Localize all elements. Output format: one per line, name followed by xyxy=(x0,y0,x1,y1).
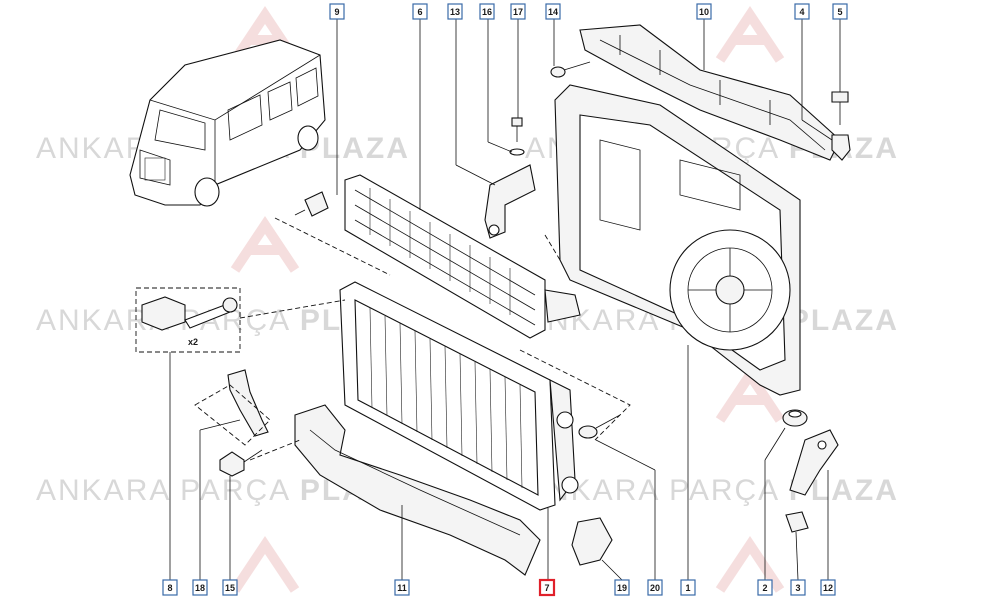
callout-box xyxy=(329,3,345,20)
callout-number: 18 xyxy=(195,583,205,593)
callout-18: 18 xyxy=(192,579,208,596)
van-illustration xyxy=(129,39,326,207)
callout-box xyxy=(757,579,773,596)
callout-7: 7 xyxy=(538,578,556,597)
callout-number: 15 xyxy=(225,583,235,593)
callout-11: 11 xyxy=(394,579,410,596)
callout-15: 15 xyxy=(222,579,238,596)
callout-10: 10 xyxy=(696,3,712,20)
bracket-12 xyxy=(789,429,839,496)
callout-16: 16 xyxy=(479,3,495,20)
bolt-9 xyxy=(294,191,329,217)
upper-crossmember xyxy=(579,24,841,161)
callout-number: 3 xyxy=(795,583,800,593)
radiator xyxy=(339,281,579,511)
callout-3: 3 xyxy=(790,579,806,596)
callout-number: 14 xyxy=(548,7,558,17)
leader-lines xyxy=(169,19,841,581)
callout-box xyxy=(412,3,428,20)
assembly-lines xyxy=(239,217,631,461)
callout-box xyxy=(832,3,848,20)
lower-deflector xyxy=(294,404,541,576)
intercooler xyxy=(344,174,581,339)
fastener-16-17 xyxy=(509,117,525,156)
callout-number: 7 xyxy=(544,583,549,593)
callout-number: 5 xyxy=(837,7,842,17)
wm-plaza: PLAZA xyxy=(789,304,899,337)
bracket-19 xyxy=(571,517,613,566)
screw-14 xyxy=(550,61,591,78)
screw-20 xyxy=(578,414,621,439)
callout-17: 17 xyxy=(510,3,526,20)
callout-box xyxy=(647,579,663,596)
callout-number: 1 xyxy=(685,583,690,593)
callout-box xyxy=(394,579,410,596)
callout-9: 9 xyxy=(329,3,345,20)
bolt-15 xyxy=(219,449,263,477)
callout-number: 20 xyxy=(650,583,660,593)
callout-5: 5 xyxy=(832,3,848,20)
callout-19: 19 xyxy=(614,579,630,596)
callout-number: 9 xyxy=(334,7,339,17)
wm-parca: PARÇA xyxy=(669,474,778,507)
callout-box xyxy=(614,579,630,596)
callout-box xyxy=(790,579,806,596)
clip-kit: x2 xyxy=(135,287,241,353)
callout-box xyxy=(510,3,526,20)
callout-box xyxy=(545,3,561,20)
wm-ankara: ANKARA xyxy=(36,474,170,507)
callout-20: 20 xyxy=(647,579,663,596)
front-end-frame xyxy=(554,84,801,396)
callout-box xyxy=(222,579,238,596)
callout-box xyxy=(479,3,495,20)
screw-5-clip-4 xyxy=(831,91,851,161)
bracket-13 xyxy=(484,164,536,239)
watermark-logos xyxy=(230,5,785,593)
callout-6: 6 xyxy=(412,3,428,20)
callout-number: 2 xyxy=(762,583,767,593)
callout-box xyxy=(447,3,463,20)
callout-4: 4 xyxy=(794,3,810,20)
callout-box xyxy=(162,579,178,596)
callout-box xyxy=(680,579,696,596)
svg-text:ANKARA PARÇA PLAZA: ANKARA PARÇA PLAZA xyxy=(525,474,899,507)
callout-12: 12 xyxy=(820,579,836,596)
callout-number: 6 xyxy=(417,7,422,17)
callout-number: 17 xyxy=(513,7,523,17)
callout-number: 13 xyxy=(450,7,460,17)
callout-1: 1 xyxy=(680,579,696,596)
callout-13: 13 xyxy=(447,3,463,20)
callout-box xyxy=(820,579,836,596)
callout-8: 8 xyxy=(162,579,178,596)
callout-number: 10 xyxy=(699,7,709,17)
callout-number: 4 xyxy=(799,7,804,17)
callout-box xyxy=(794,3,810,20)
grommet-2 xyxy=(782,409,808,427)
callout-number: 12 xyxy=(823,583,833,593)
callout-number: 16 xyxy=(482,7,492,17)
callout-2: 2 xyxy=(757,579,773,596)
callout-number: 8 xyxy=(167,583,172,593)
callout-box xyxy=(192,579,208,596)
callout-14: 14 xyxy=(545,3,561,20)
kit-note: x2 xyxy=(188,337,198,347)
callout-box xyxy=(696,3,712,20)
callout-number: 11 xyxy=(397,583,407,593)
wm-parca: PARÇA xyxy=(180,474,289,507)
callout-box xyxy=(538,578,556,597)
clip-3 xyxy=(785,511,809,533)
callout-number: 19 xyxy=(617,583,627,593)
bracket-18 xyxy=(194,369,271,446)
